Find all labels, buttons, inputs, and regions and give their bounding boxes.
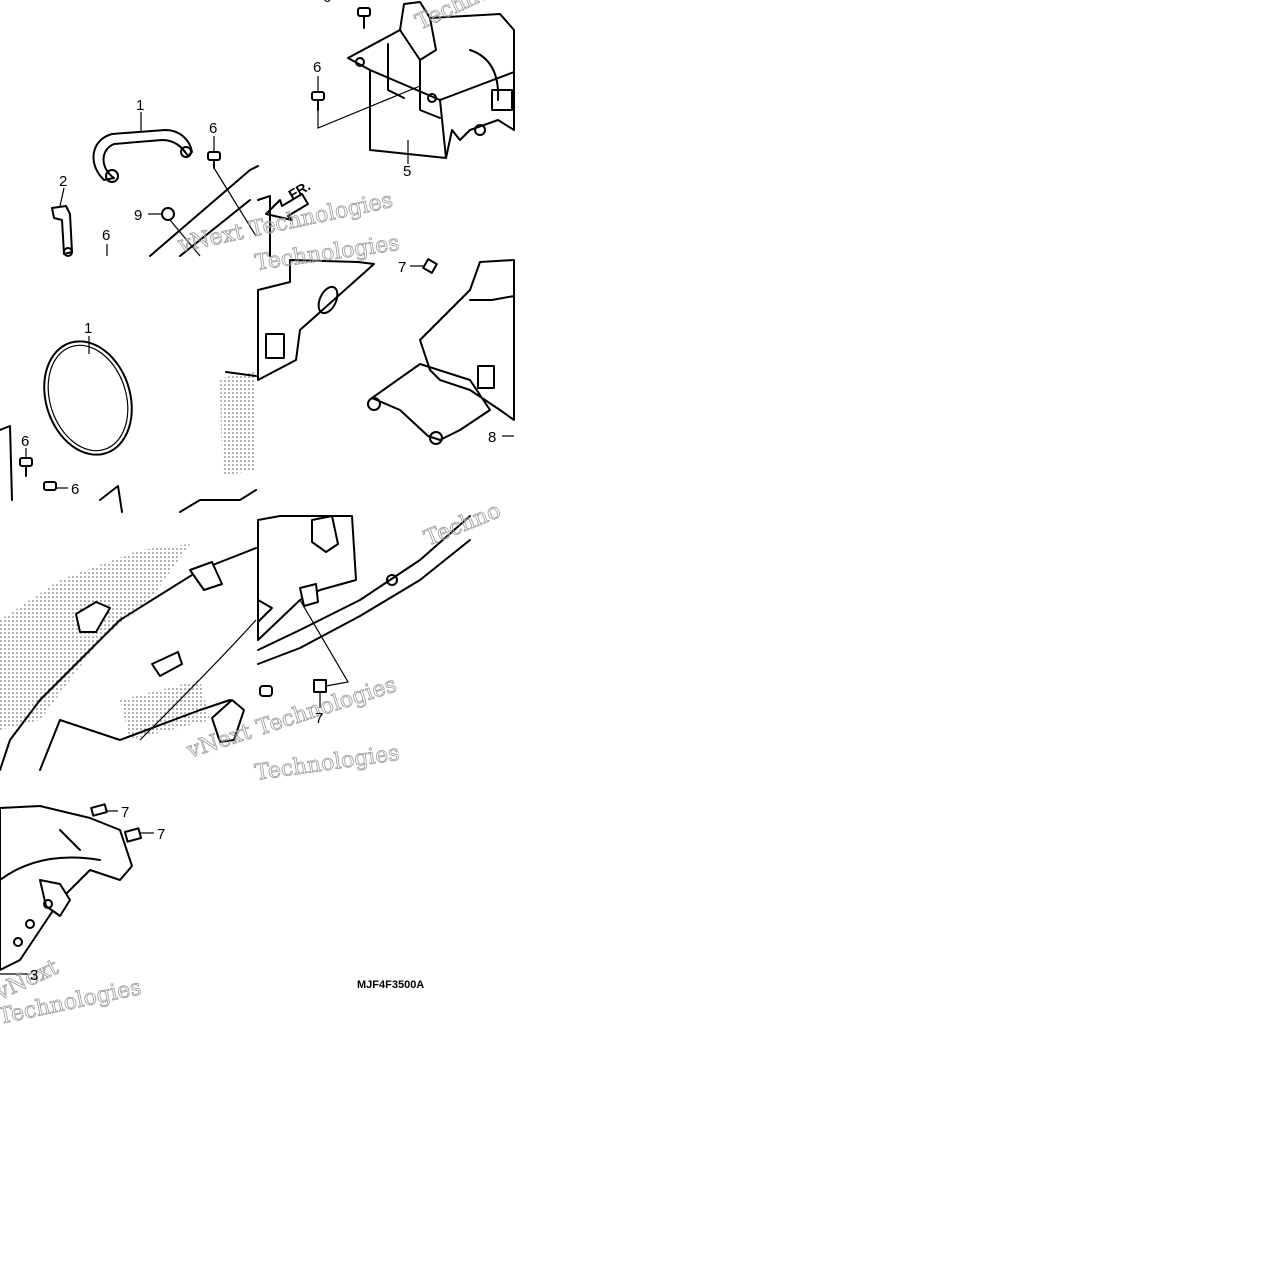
tile-5 bbox=[0, 544, 257, 771]
callout-label: 1 bbox=[84, 320, 92, 337]
callout-label: 6 bbox=[71, 481, 79, 498]
part-inner-fender bbox=[419, 259, 515, 421]
callout-label: 6 bbox=[102, 227, 110, 244]
grommet-icon bbox=[161, 207, 175, 221]
part-fender-lower bbox=[0, 805, 133, 971]
callout-label: 6 bbox=[313, 59, 321, 76]
drawing-code: MJF4F3500A bbox=[357, 979, 424, 991]
part-inner-shell bbox=[257, 515, 357, 641]
callout-label: 9 bbox=[134, 207, 142, 224]
part-1-seal-ring bbox=[43, 340, 133, 456]
callout-label: 7 bbox=[398, 259, 406, 276]
bolt-icon bbox=[207, 151, 221, 169]
callout-label: 6 bbox=[21, 433, 29, 450]
callouts: 1 6 2 9 6 6 6 5 1 6 6 7 8 7 7 7 3 bbox=[21, 0, 496, 984]
callout-label: 7 bbox=[315, 710, 323, 727]
callout-label: 6 bbox=[209, 120, 217, 137]
callout-label: 8 bbox=[488, 429, 496, 446]
tile-4 bbox=[257, 258, 515, 445]
bolt-icon bbox=[259, 685, 273, 697]
clip-nut-icon bbox=[90, 803, 108, 817]
callout-label: 7 bbox=[157, 826, 165, 843]
callout-label: 5 bbox=[403, 163, 411, 180]
part-2-bracket bbox=[51, 205, 73, 255]
clip-nut-icon bbox=[313, 679, 327, 693]
svg-text:Technologies: Technologies bbox=[253, 741, 401, 786]
callout-label: 7 bbox=[121, 804, 129, 821]
tile-2 bbox=[257, 1, 515, 257]
callout-label: 6 bbox=[323, 0, 331, 6]
part-panel bbox=[257, 259, 375, 381]
front-direction-label: FR. bbox=[286, 177, 314, 202]
callout-label: 1 bbox=[136, 97, 144, 114]
bolt-icon bbox=[43, 481, 57, 491]
clip-nut-icon bbox=[123, 827, 143, 843]
tile-1 bbox=[51, 112, 259, 257]
bolt-icon bbox=[357, 7, 371, 29]
tile-6 bbox=[257, 515, 471, 708]
tile-7 bbox=[0, 803, 154, 975]
tile-3 bbox=[0, 336, 257, 513]
callout-label: 3 bbox=[30, 967, 38, 984]
callout-label: 2 bbox=[59, 173, 67, 190]
bolt-icon bbox=[19, 457, 33, 477]
svg-text:Techno: Techno bbox=[421, 498, 504, 551]
clip-nut-icon bbox=[422, 258, 438, 274]
bolt-icon bbox=[311, 91, 325, 111]
front-direction-arrow bbox=[265, 193, 309, 221]
